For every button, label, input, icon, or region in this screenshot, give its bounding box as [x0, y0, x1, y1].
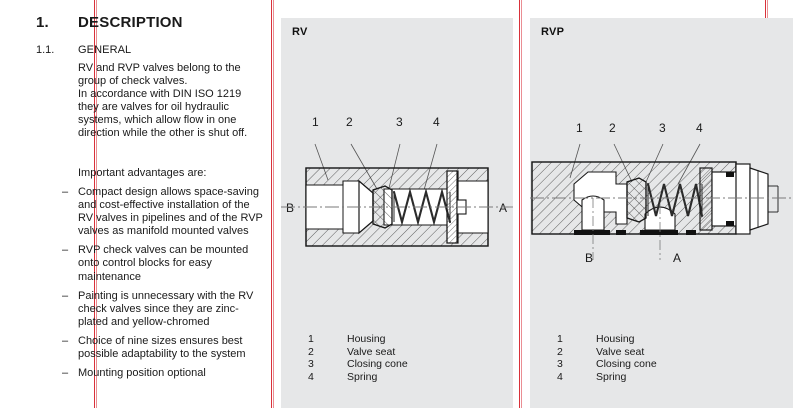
bullet-dash-icon: –	[62, 367, 69, 380]
subsection-heading: 1.1. GENERAL	[36, 44, 264, 56]
red-rule-mid-right	[519, 0, 520, 408]
advantage-item: –Choice of nine sizes ensures best possi…	[62, 335, 264, 361]
bullet-dash-icon: –	[62, 289, 69, 302]
callout-rvp-1: 1	[576, 121, 583, 135]
legend-label: Closing cone	[347, 358, 408, 371]
legend-label: Valve seat	[347, 345, 396, 358]
legend-label: Spring	[596, 370, 627, 383]
bullet-dash-icon: –	[62, 334, 69, 347]
legend-number: 1	[557, 333, 563, 345]
legend-label: Spring	[347, 370, 378, 383]
callout-rv-2: 2	[346, 115, 353, 129]
legend-number: 2	[308, 345, 314, 358]
red-rule-left-inner	[96, 0, 97, 408]
port-label-rv-a: A	[499, 201, 508, 215]
advantage-item: –Painting is unnecessary with the RV che…	[62, 290, 264, 329]
advantages-list: –Compact design allows space-saving and …	[62, 186, 264, 386]
legend-row: 3 Closing cone	[557, 358, 657, 371]
bullet-dash-icon: –	[62, 186, 69, 198]
legend-number: 4	[308, 370, 314, 383]
callout-rvp-2: 2	[609, 121, 616, 135]
legend-label: Valve seat	[596, 345, 645, 358]
callout-rvp-3: 3	[659, 121, 666, 135]
section-heading: 1. DESCRIPTION	[36, 14, 261, 31]
red-rule-mid-left-inner	[273, 0, 274, 408]
port-label-rvp-a: A	[673, 251, 682, 265]
legend-row: 3 Closing cone	[308, 358, 408, 371]
figure-title-rv: RV	[292, 26, 308, 38]
advantage-item: –RVP check valves can be mounted onto co…	[62, 244, 264, 283]
callout-rv-4: 4	[433, 115, 440, 129]
intro-paragraph: RV and RVP valves belong to the group of…	[78, 62, 248, 140]
callout-rv-3: 3	[396, 115, 403, 129]
legend-row: 4 Spring	[557, 371, 657, 384]
advantages-lead: Important advantages are:	[78, 167, 207, 179]
legend-number: 3	[557, 358, 563, 371]
port-label-rvp-b: B	[585, 251, 594, 265]
legend-row: 2 Valve seat	[557, 346, 657, 359]
bullet-dash-icon: –	[62, 244, 69, 257]
subsection-title: GENERAL	[78, 44, 132, 56]
valve-cross-section-rvp	[530, 143, 793, 260]
figure-panel-rv: RV 1 2 3 4 B A	[281, 18, 513, 408]
red-rule-left	[94, 0, 95, 408]
legend-label: Housing	[596, 333, 635, 345]
legend-row: 4 Spring	[308, 371, 408, 384]
advantage-text: Choice of nine sizes ensures best possib…	[78, 334, 246, 361]
advantage-text: Painting is unnecessary with the RV chec…	[78, 289, 254, 328]
legend-number: 3	[308, 358, 314, 371]
figure-legend-rvp: 1 Housing 2 Valve seat 3 Closing cone 4 Spring	[557, 333, 657, 383]
legend-label: Closing cone	[596, 358, 657, 371]
legend-number: 2	[557, 345, 563, 358]
figure-title-rvp: RVP	[541, 26, 565, 38]
subsection-number: 1.1.	[36, 44, 55, 56]
advantage-text: RVP check valves can be mounted onto con…	[78, 244, 249, 283]
legend-number: 1	[308, 333, 314, 345]
red-rule-mid-right-inner	[521, 0, 522, 408]
legend-number: 4	[557, 370, 563, 383]
legend-row: 2 Valve seat	[308, 346, 408, 359]
section-number: 1.	[36, 14, 49, 31]
advantage-item: –Compact design allows space-saving and …	[62, 186, 264, 238]
port-label-rv-b: B	[286, 201, 295, 215]
text-column: 1. DESCRIPTION 1.1. GENERAL RV and RVP v…	[0, 0, 268, 408]
figure-legend-rv: 1 Housing 2 Valve seat 3 Closing cone 4 Spring	[308, 333, 408, 383]
advantage-item: –Mounting position optional	[62, 367, 264, 380]
advantage-text: Compact design allows space-saving and c…	[78, 186, 263, 238]
legend-row: 1 Housing	[308, 333, 408, 346]
figure-panel-rvp: RVP 1 2 3 4 B A	[530, 18, 793, 408]
valve-cross-section-rv	[281, 143, 513, 247]
red-rule-mid-left	[271, 0, 272, 408]
page-title: DESCRIPTION	[78, 14, 183, 31]
advantage-text: Mounting position optional	[78, 367, 206, 380]
callout-rvp-4: 4	[696, 121, 703, 135]
callout-rv-1: 1	[312, 115, 319, 129]
legend-label: Housing	[347, 333, 386, 345]
legend-row: 1 Housing	[557, 333, 657, 346]
